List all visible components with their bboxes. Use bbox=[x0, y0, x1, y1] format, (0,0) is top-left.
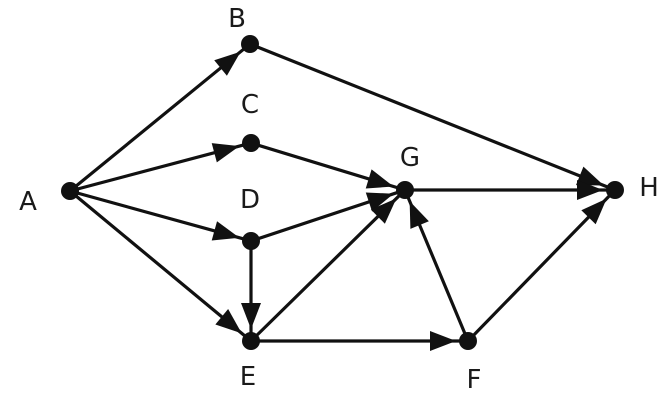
arrowhead bbox=[214, 51, 241, 76]
edge-d-g bbox=[249, 191, 399, 243]
edge-f-h bbox=[466, 194, 611, 343]
node-label-d: D bbox=[240, 185, 260, 215]
node-label-f: F bbox=[467, 365, 482, 395]
arrowhead bbox=[365, 192, 394, 212]
edge-line bbox=[68, 189, 246, 337]
nodes-layer bbox=[61, 35, 624, 350]
edge-e-g bbox=[249, 194, 401, 343]
edge-c-g bbox=[249, 141, 398, 189]
arrowhead bbox=[576, 166, 604, 186]
node-label-e: E bbox=[240, 362, 256, 392]
edge-line bbox=[249, 194, 401, 343]
arrowhead bbox=[211, 143, 240, 163]
edges-layer bbox=[68, 42, 611, 351]
edge-line bbox=[248, 42, 609, 189]
edge-line bbox=[68, 48, 245, 193]
arrowhead bbox=[215, 309, 242, 334]
node-g bbox=[396, 181, 414, 199]
node-label-b: B bbox=[228, 4, 246, 34]
arrowhead bbox=[430, 331, 456, 351]
node-label-c: C bbox=[241, 90, 259, 120]
edge-line bbox=[68, 189, 244, 241]
node-d bbox=[242, 232, 260, 250]
labels-layer: A B C D E F G H bbox=[19, 4, 659, 395]
node-b bbox=[241, 35, 259, 53]
edge-a-e bbox=[68, 189, 246, 337]
edge-d-e bbox=[241, 239, 261, 334]
edge-line bbox=[466, 194, 611, 343]
node-e bbox=[242, 332, 260, 350]
node-h bbox=[606, 181, 624, 199]
edge-a-d bbox=[68, 189, 244, 241]
arrowhead bbox=[370, 198, 397, 224]
edge-b-h bbox=[248, 42, 609, 189]
edge-g-h bbox=[403, 180, 608, 200]
arrowhead bbox=[577, 180, 603, 200]
arrowhead bbox=[211, 221, 240, 241]
node-c bbox=[242, 134, 260, 152]
edge-e-f bbox=[249, 331, 461, 351]
arrowhead bbox=[409, 201, 429, 229]
node-label-a: A bbox=[19, 187, 37, 217]
edge-f-g bbox=[406, 196, 470, 343]
arrowhead bbox=[241, 303, 261, 329]
node-a bbox=[61, 182, 79, 200]
edge-line bbox=[68, 143, 244, 193]
node-label-g: G bbox=[400, 143, 420, 173]
node-f bbox=[459, 332, 477, 350]
arrowhead bbox=[365, 169, 394, 189]
edge-a-b bbox=[68, 48, 245, 193]
arrowhead bbox=[581, 198, 607, 225]
edge-a-c bbox=[68, 143, 244, 193]
node-label-h: H bbox=[639, 173, 659, 203]
